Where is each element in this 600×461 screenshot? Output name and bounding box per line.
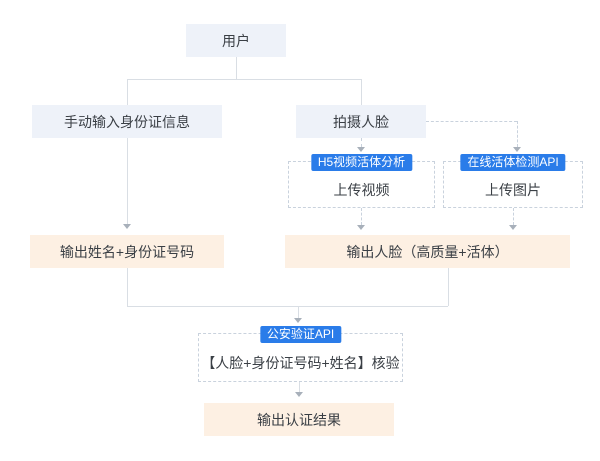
edge-merge-to-verify	[298, 306, 299, 318]
node-verify: 公安验证API 【人脸+身份证号码+姓名】核验	[198, 326, 403, 382]
node-capture-face-label: 拍摄人脸	[333, 113, 389, 130]
edge-elbow-to-photo	[517, 121, 518, 147]
node-upload-video-label: 上传视频	[333, 181, 390, 198]
edge-split-to-capture	[361, 79, 362, 105]
node-user-label: 用户	[222, 32, 250, 49]
arrowhead-verify	[294, 318, 302, 323]
edge-user-stem	[236, 57, 237, 79]
arrowhead-output-id	[123, 224, 131, 229]
node-manual-input-label: 手动输入身份证信息	[64, 113, 190, 130]
node-user: 用户	[186, 24, 286, 57]
tag-online-liveness-api: 在线活体检测API	[460, 154, 566, 171]
arrowhead-result	[295, 392, 303, 397]
edge-merge-bar	[127, 306, 448, 307]
edge-outputid-down	[127, 268, 128, 306]
node-verify-label: 【人脸+身份证号码+姓名】核验	[201, 354, 400, 371]
edge-capture-to-video	[361, 138, 362, 147]
edge-outputface-down	[448, 268, 449, 306]
edge-split-to-manual	[127, 79, 128, 105]
node-output-result: 输出认证结果	[204, 403, 394, 436]
arrowhead-video	[357, 147, 365, 152]
edge-verify-to-result	[299, 382, 300, 392]
edge-capture-right	[426, 121, 517, 122]
arrowhead-face-right	[509, 225, 517, 230]
arrowhead-photo	[513, 147, 521, 152]
node-output-id: 输出姓名+身份证号码	[30, 235, 224, 268]
node-manual-input: 手动输入身份证信息	[32, 105, 222, 138]
edge-photo-to-face	[513, 208, 514, 225]
edge-user-split	[127, 79, 362, 80]
node-output-face: 输出人脸（高质量+活体）	[285, 235, 570, 268]
node-upload-photo: 在线活体检测API 上传图片	[443, 154, 583, 208]
node-upload-photo-label: 上传图片	[485, 181, 541, 198]
node-output-face-label: 输出人脸（高质量+活体）	[346, 243, 509, 260]
node-capture-face: 拍摄人脸	[296, 105, 426, 138]
edge-video-to-face	[361, 208, 362, 225]
tag-h5-video-liveness: H5视频活体分析	[310, 154, 413, 171]
node-output-result-label: 输出认证结果	[257, 411, 341, 428]
arrowhead-face-left	[357, 225, 365, 230]
node-upload-video: H5视频活体分析 上传视频	[288, 154, 435, 208]
edge-manual-to-output	[127, 138, 128, 224]
tag-police-verify-api: 公安验证API	[259, 326, 342, 343]
node-output-id-label: 输出姓名+身份证号码	[59, 243, 195, 260]
